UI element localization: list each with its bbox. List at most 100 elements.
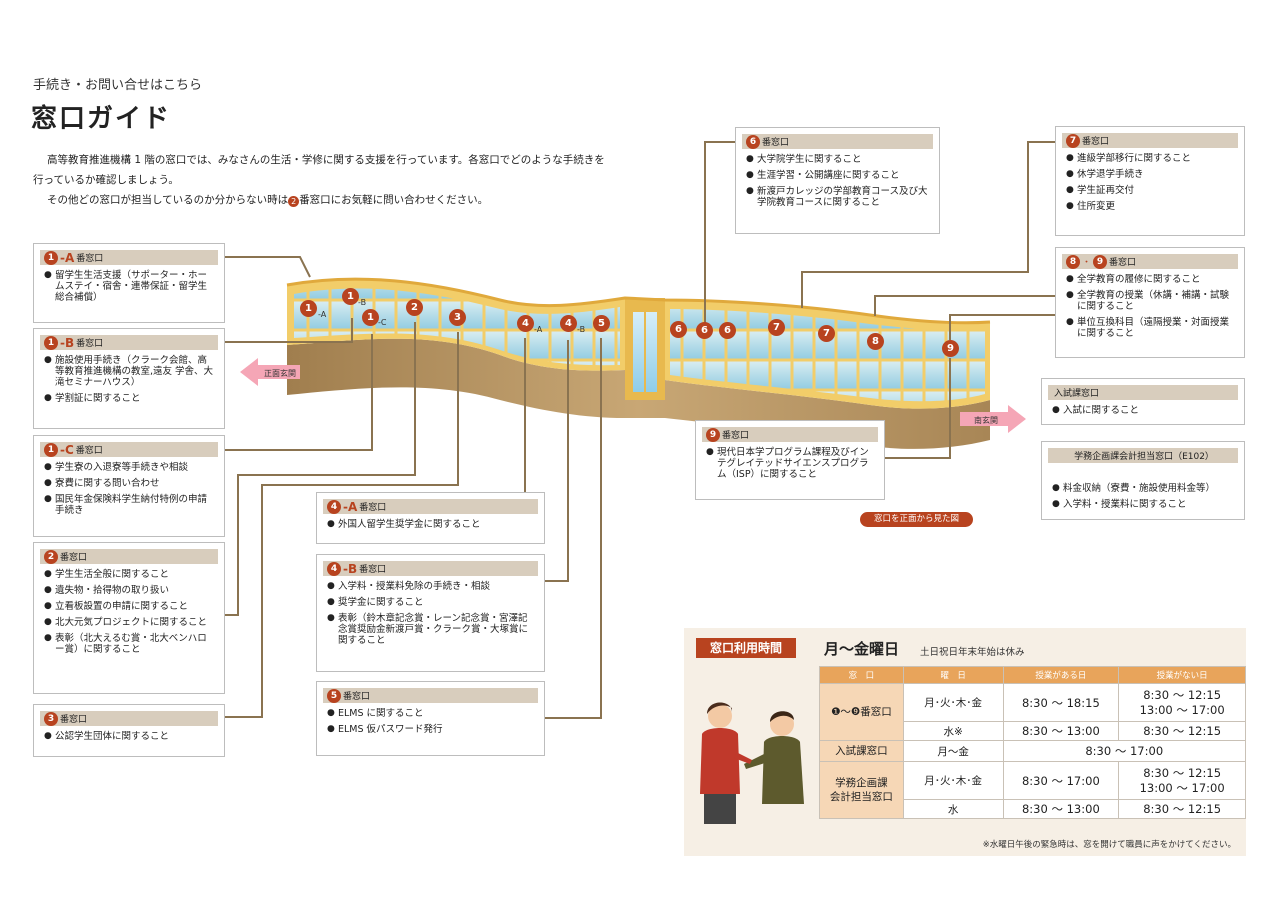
marker-3: 3 <box>449 309 466 326</box>
planning-window-header: 学務企画課会計担当窓口（E102） <box>1048 448 1238 463</box>
list-item: 学生寮の入退寮等手続きや相談 <box>44 462 216 473</box>
hours-panel: 窓口利用時間 月～金曜日 土日祝日年末年始は休み 窓 口 曜 日 授業がある日 … <box>684 628 1247 856</box>
marker-9: 9 <box>942 340 959 357</box>
list-item: 外国人留学生奨学金に関すること <box>327 519 536 530</box>
list-item: 休学退学手続き <box>1066 169 1236 180</box>
list-item: 立看板設置の申請に関すること <box>44 601 216 612</box>
marker-1a-suffix: -A <box>318 310 327 319</box>
marker-8: 8 <box>867 333 884 350</box>
hours-table: 窓 口 曜 日 授業がある日 授業がない日 ❶～❾番窓口 月･火･木･金 8:3… <box>819 666 1247 819</box>
list-item: 学生生活全般に関すること <box>44 569 216 580</box>
hours-cell-window: ❶～❾番窓口 <box>819 683 904 741</box>
marker-7b: 7 <box>818 325 835 342</box>
list-item: 寮費に関する問い合わせ <box>44 478 216 489</box>
hours-cell-day: 水※ <box>902 721 1004 741</box>
marker-4b-suffix: -B <box>577 325 586 334</box>
page-title: 窓口ガイド <box>31 104 172 134</box>
main-entrance-arrow <box>240 358 300 386</box>
list-item: 学生証再交付 <box>1066 185 1236 196</box>
main-entrance-label: 正面玄関 <box>264 369 296 378</box>
list-item: 進級学部移行に関すること <box>1066 153 1236 164</box>
south-entrance-label: 南玄関 <box>974 416 998 425</box>
list-item: 現代日本学プログラム課程及びインテグレイテッドサイエンスプログラム（ISP）に関… <box>706 447 876 480</box>
page-subtitle: 手続き・お問い合せはこちら <box>33 78 203 93</box>
marker-1a: 1 <box>300 300 317 317</box>
intro-line-1: 高等教育推進機構 1 階の窓口では、みなさんの生活・学修に関する支援を行っていま… <box>33 154 605 186</box>
list-item: 新渡戸カレッジの学部教育コース及び大学院教育コースに関すること <box>746 186 931 208</box>
list-item: 留学生生活支援（サポーター・ホームステイ・宿舎・連帯保証・留学生総合補償） <box>44 270 216 303</box>
list-item: 遺失物・拾得物の取り扱い <box>44 585 216 596</box>
list-item: 入試に関すること <box>1052 405 1236 416</box>
list-item: 施設使用手続き（クラーク会館、高等教育推進機構の教室,遠友 学舎、大滝セミナーハ… <box>44 355 216 388</box>
list-item: 国民年金保険料学生納付特例の申請手続き <box>44 494 216 516</box>
hours-cell-time: 8:30 ～ 17:00 <box>1002 761 1120 800</box>
hours-cell-day: 水 <box>902 799 1004 819</box>
list-item: 表彰（鈴木章記念賞・レーン記念賞・宮澤記念賞奨励金新渡戸賞・クラーク賞・大塚賞に… <box>327 613 536 646</box>
hours-cell-day: 月･火･木･金 <box>902 683 1004 722</box>
marker-7a: 7 <box>768 319 785 336</box>
admission-window-box: 入試課窓口 入試に関すること <box>1041 378 1245 425</box>
hours-header-no-class-day: 授業がない日 <box>1118 666 1246 684</box>
list-item: 奨学金に関すること <box>327 597 536 608</box>
marker-6a: 6 <box>670 321 687 338</box>
list-item: 入学料・授業料免除の手続き・相談 <box>327 581 536 592</box>
hours-days: 月～金曜日 <box>824 640 900 658</box>
list-item: 全学教育の履修に関すること <box>1066 274 1236 285</box>
intro-window-number: 2 <box>288 196 300 207</box>
south-entrance-arrow <box>960 405 1026 433</box>
marker-1b: 1 <box>342 288 359 305</box>
hours-cell-time: 8:30 ～ 17:00 <box>1002 740 1247 762</box>
planning-window-box: 学務企画課会計担当窓口（E102） 料金収納（寮費・施設使用料金等） 入学料・授… <box>1041 441 1245 520</box>
hours-header-class-day: 授業がある日 <box>1002 666 1120 684</box>
marker-6c: 6 <box>719 322 736 339</box>
staff-illustration <box>700 702 804 824</box>
marker-1b-suffix: -B <box>358 298 367 307</box>
list-item: ELMS 仮パスワード発行 <box>327 724 536 735</box>
marker-5: 5 <box>593 315 610 332</box>
admission-window-header: 入試課窓口 <box>1048 385 1238 400</box>
hours-cell-window: 入試課窓口 <box>819 740 904 762</box>
marker-4a-suffix: -A <box>534 325 543 334</box>
hours-footnote: ※水曜日午後の緊急時は、窓を開けて職員に声をかけてください。 <box>982 840 1236 850</box>
hours-cell-day: 月～金 <box>902 740 1004 762</box>
hours-header-day: 曜 日 <box>902 666 1004 684</box>
list-item: 大学院学生に関すること <box>746 154 931 165</box>
list-item: 表彰（北大えるむ賞・北大ベンハロー賞）に関すること <box>44 633 216 655</box>
view-note-badge: 窓口を正面から見た図 <box>860 512 973 527</box>
hours-cell-time: 8:30 ～ 13:00 <box>1002 799 1120 819</box>
list-item: 学割証に関すること <box>44 393 216 404</box>
marker-4b: 4 <box>560 315 577 332</box>
marker-1c: 1 <box>362 309 379 326</box>
marker-1c-suffix: -C <box>378 318 387 327</box>
hours-title: 窓口利用時間 <box>696 638 796 658</box>
hours-cell-time: 8:30 ～ 12:15 <box>1118 721 1246 741</box>
hours-header-window: 窓 口 <box>819 666 904 684</box>
list-item: 入学料・授業料に関すること <box>1052 499 1236 510</box>
list-item: 北大元気プロジェクトに関すること <box>44 617 216 628</box>
